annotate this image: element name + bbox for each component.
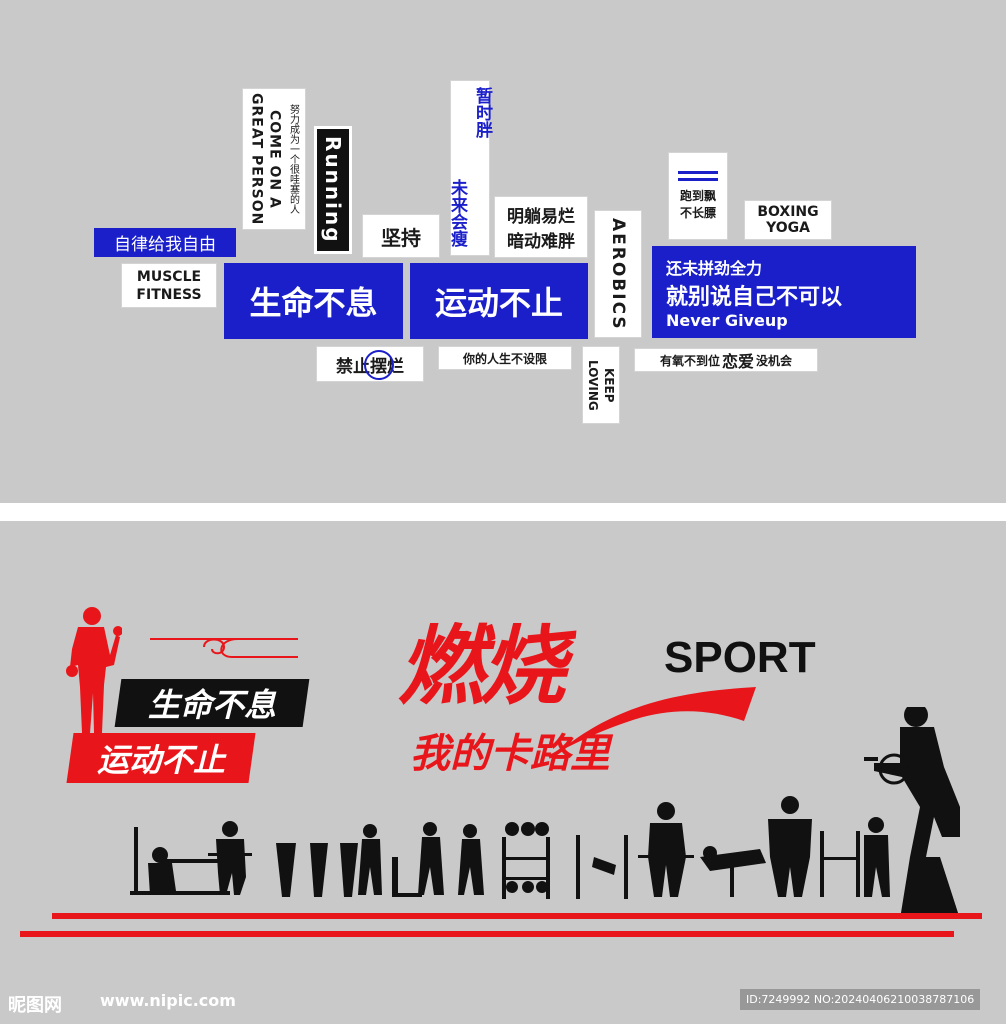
aerobic-love-text-1: 有氧不到位 xyxy=(659,353,720,368)
sport-motto-card: 运动不止 xyxy=(410,263,588,339)
persist-text: 坚持 xyxy=(381,225,421,250)
never-giveup-card: 还未拼劲全力 就别说自己不可以 Never Giveup xyxy=(652,246,916,338)
run-float-line-1: 跑到飘 xyxy=(679,189,716,203)
aerobic-love-card: 有氧不到位 恋爱 没机会 xyxy=(634,348,818,372)
never-giveup-line-3: Never Giveup xyxy=(666,310,788,330)
never-giveup-line-2: 就别说自己不可以 xyxy=(666,284,843,310)
life-motto-text: 生命不息 xyxy=(249,284,378,322)
yoga-text: YOGA xyxy=(766,220,810,236)
run-float-card: 跑到飘 不长膘 xyxy=(668,152,728,240)
come-on-text: COME ON A GREAT PERSON xyxy=(248,92,283,226)
top-design-panel: COME ON A GREAT PERSON 努力成为一个很哇塞的人 Runni… xyxy=(0,0,1006,503)
self-discipline-text: 自律给我自由 xyxy=(114,235,216,255)
muscle-fitness-text: MUSCLE FITNESS xyxy=(136,268,202,303)
fat-now-card: 暂时胖 未来会瘦 xyxy=(447,80,492,256)
calories-subtitle: 我的卡路里 xyxy=(410,731,610,777)
running-card: Running xyxy=(314,126,352,254)
circle-stamp-icon xyxy=(364,350,394,380)
running-text: Running xyxy=(321,136,345,244)
blue-stripe xyxy=(678,171,718,174)
no-limits-text: 你的人生不设限 xyxy=(462,351,547,366)
come-on-card: COME ON A GREAT PERSON 努力成为一个很哇塞的人 xyxy=(242,88,306,230)
aerobic-love-text-3: 没机会 xyxy=(756,353,793,368)
come-on-sub-text: 努力成为一个很哇塞的人 xyxy=(287,104,299,214)
keep-loving-text: KEEP LOVING xyxy=(586,359,616,411)
sport-title: SPORT xyxy=(664,633,816,682)
life-motto-card: 生命不息 xyxy=(224,263,403,339)
boxing-yoga-card: BOXING YOGA xyxy=(744,200,832,240)
fat-now-text: 暂时胖 xyxy=(472,87,492,138)
panel-divider xyxy=(0,503,1006,521)
burn-title: 燃烧 xyxy=(398,617,566,717)
red-floor-line xyxy=(52,913,982,919)
watermark-url: www.nipic.com xyxy=(100,991,236,1010)
dumbbell-man-figure xyxy=(66,607,122,733)
boxing-text: BOXING xyxy=(757,204,819,220)
never-giveup-line-1: 还未拼劲全力 xyxy=(666,258,763,278)
aerobic-love-text-2: 恋爱 xyxy=(721,352,754,371)
red-floor-line xyxy=(20,931,954,937)
bottom-design-panel: 生命不息 运动不止 燃烧 SPORT 我的卡路里 xyxy=(0,521,1006,1024)
aerobics-card: AEROBICS xyxy=(594,210,642,338)
no-slacking-card: 禁止摆烂 xyxy=(316,346,424,382)
fat-poem-card: 明躺易烂 暗动难胖 xyxy=(494,196,588,258)
keep-loving-card: KEEP LOVING xyxy=(582,346,620,424)
sport-motto-text: 运动不止 xyxy=(434,284,563,322)
watermark-logo: 昵图网 xyxy=(8,995,62,1016)
red-swoosh xyxy=(560,687,756,751)
aerobics-text: AEROBICS xyxy=(608,217,628,331)
cloud-swirl-ornament xyxy=(150,638,298,658)
slim-future-text: 未来会瘦 xyxy=(447,179,467,247)
run-float-line-2: 不长膘 xyxy=(679,206,716,220)
gym-silhouette-strip xyxy=(130,707,960,919)
fat-poem-line-1: 明躺易烂 xyxy=(507,207,575,227)
blue-stripe xyxy=(678,178,718,181)
persist-card: 坚持 xyxy=(362,214,440,258)
watermark-id: ID:7249992 NO:20240406210038787106 xyxy=(740,989,981,1010)
self-discipline-card: 自律给我自由 xyxy=(94,228,236,257)
muscle-fitness-card: MUSCLE FITNESS xyxy=(121,263,217,308)
no-limits-card: 你的人生不设限 xyxy=(438,346,572,370)
fat-poem-line-2: 暗动难胖 xyxy=(507,232,575,252)
